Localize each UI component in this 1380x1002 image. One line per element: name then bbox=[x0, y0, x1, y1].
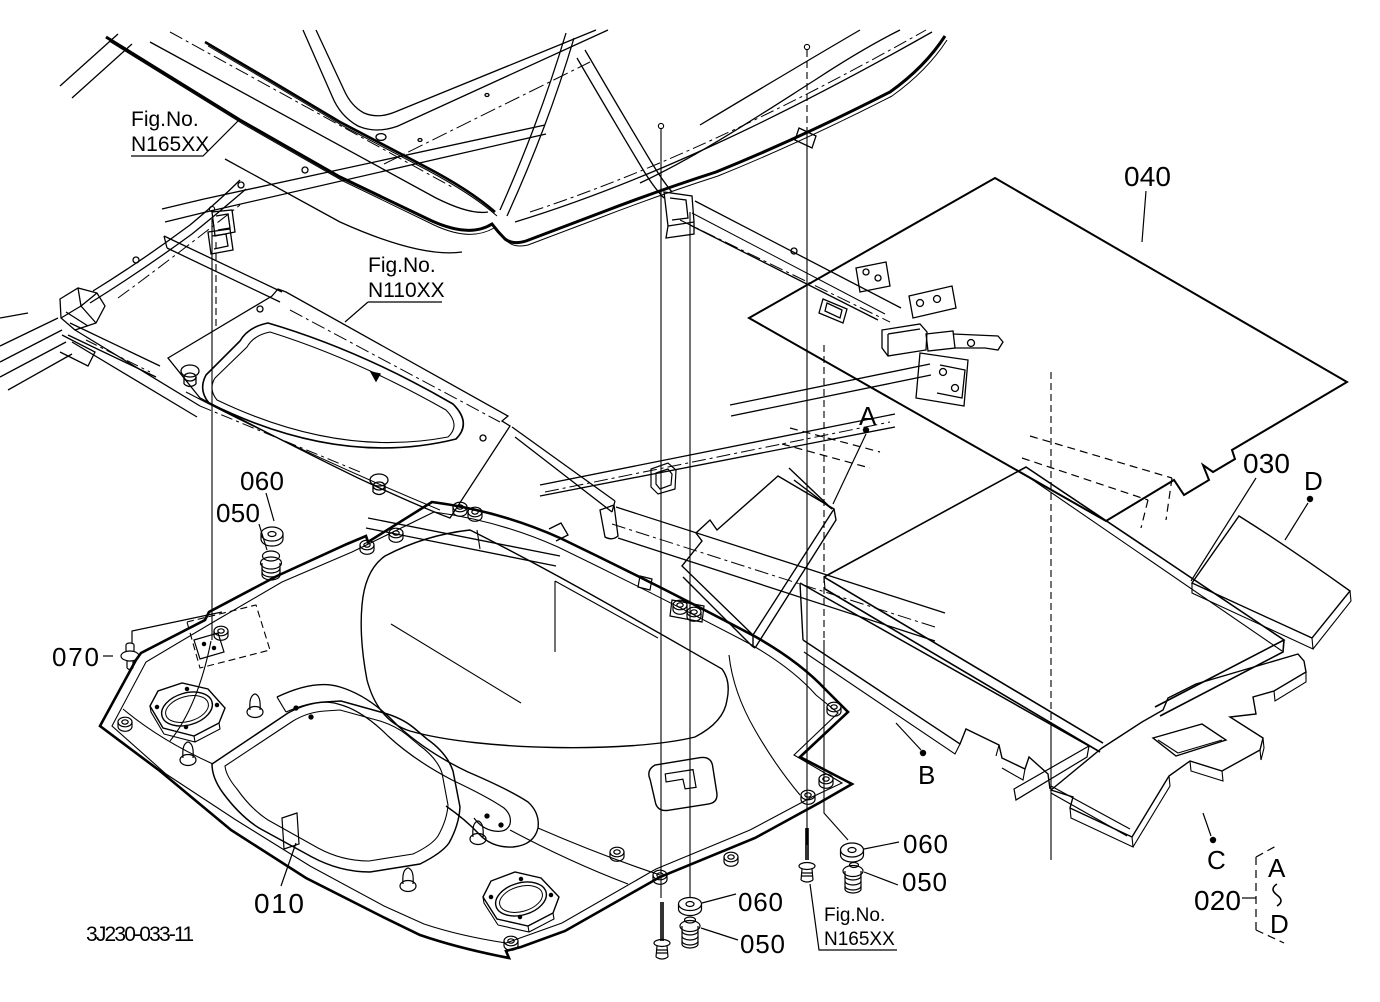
svg-text:050: 050 bbox=[216, 498, 260, 528]
svg-text:060: 060 bbox=[903, 829, 948, 859]
svg-text:D: D bbox=[1304, 466, 1323, 496]
svg-text:060: 060 bbox=[240, 466, 284, 496]
svg-text:A: A bbox=[1268, 853, 1286, 883]
svg-text:A: A bbox=[859, 401, 877, 431]
svg-text:020: 020 bbox=[1194, 885, 1241, 916]
svg-text:030: 030 bbox=[1243, 448, 1290, 479]
svg-text:050: 050 bbox=[902, 867, 947, 897]
svg-text:Fig.No.: Fig.No. bbox=[824, 905, 885, 926]
svg-text:N165XX: N165XX bbox=[131, 133, 209, 156]
svg-text:070: 070 bbox=[52, 642, 99, 672]
svg-text:B: B bbox=[918, 760, 935, 790]
svg-text:050: 050 bbox=[740, 929, 785, 959]
svg-text:N110XX: N110XX bbox=[368, 279, 445, 302]
svg-text:Fig.No.: Fig.No. bbox=[131, 108, 199, 131]
svg-text:3J230-033-11: 3J230-033-11 bbox=[86, 923, 194, 946]
svg-text:C: C bbox=[1207, 845, 1226, 875]
svg-text:010: 010 bbox=[254, 888, 304, 919]
svg-text:N165XX: N165XX bbox=[824, 929, 895, 950]
svg-text:D: D bbox=[1270, 909, 1289, 939]
svg-text:Fig.No.: Fig.No. bbox=[368, 254, 436, 277]
svg-text:040: 040 bbox=[1124, 161, 1171, 192]
svg-text:060: 060 bbox=[738, 887, 783, 917]
